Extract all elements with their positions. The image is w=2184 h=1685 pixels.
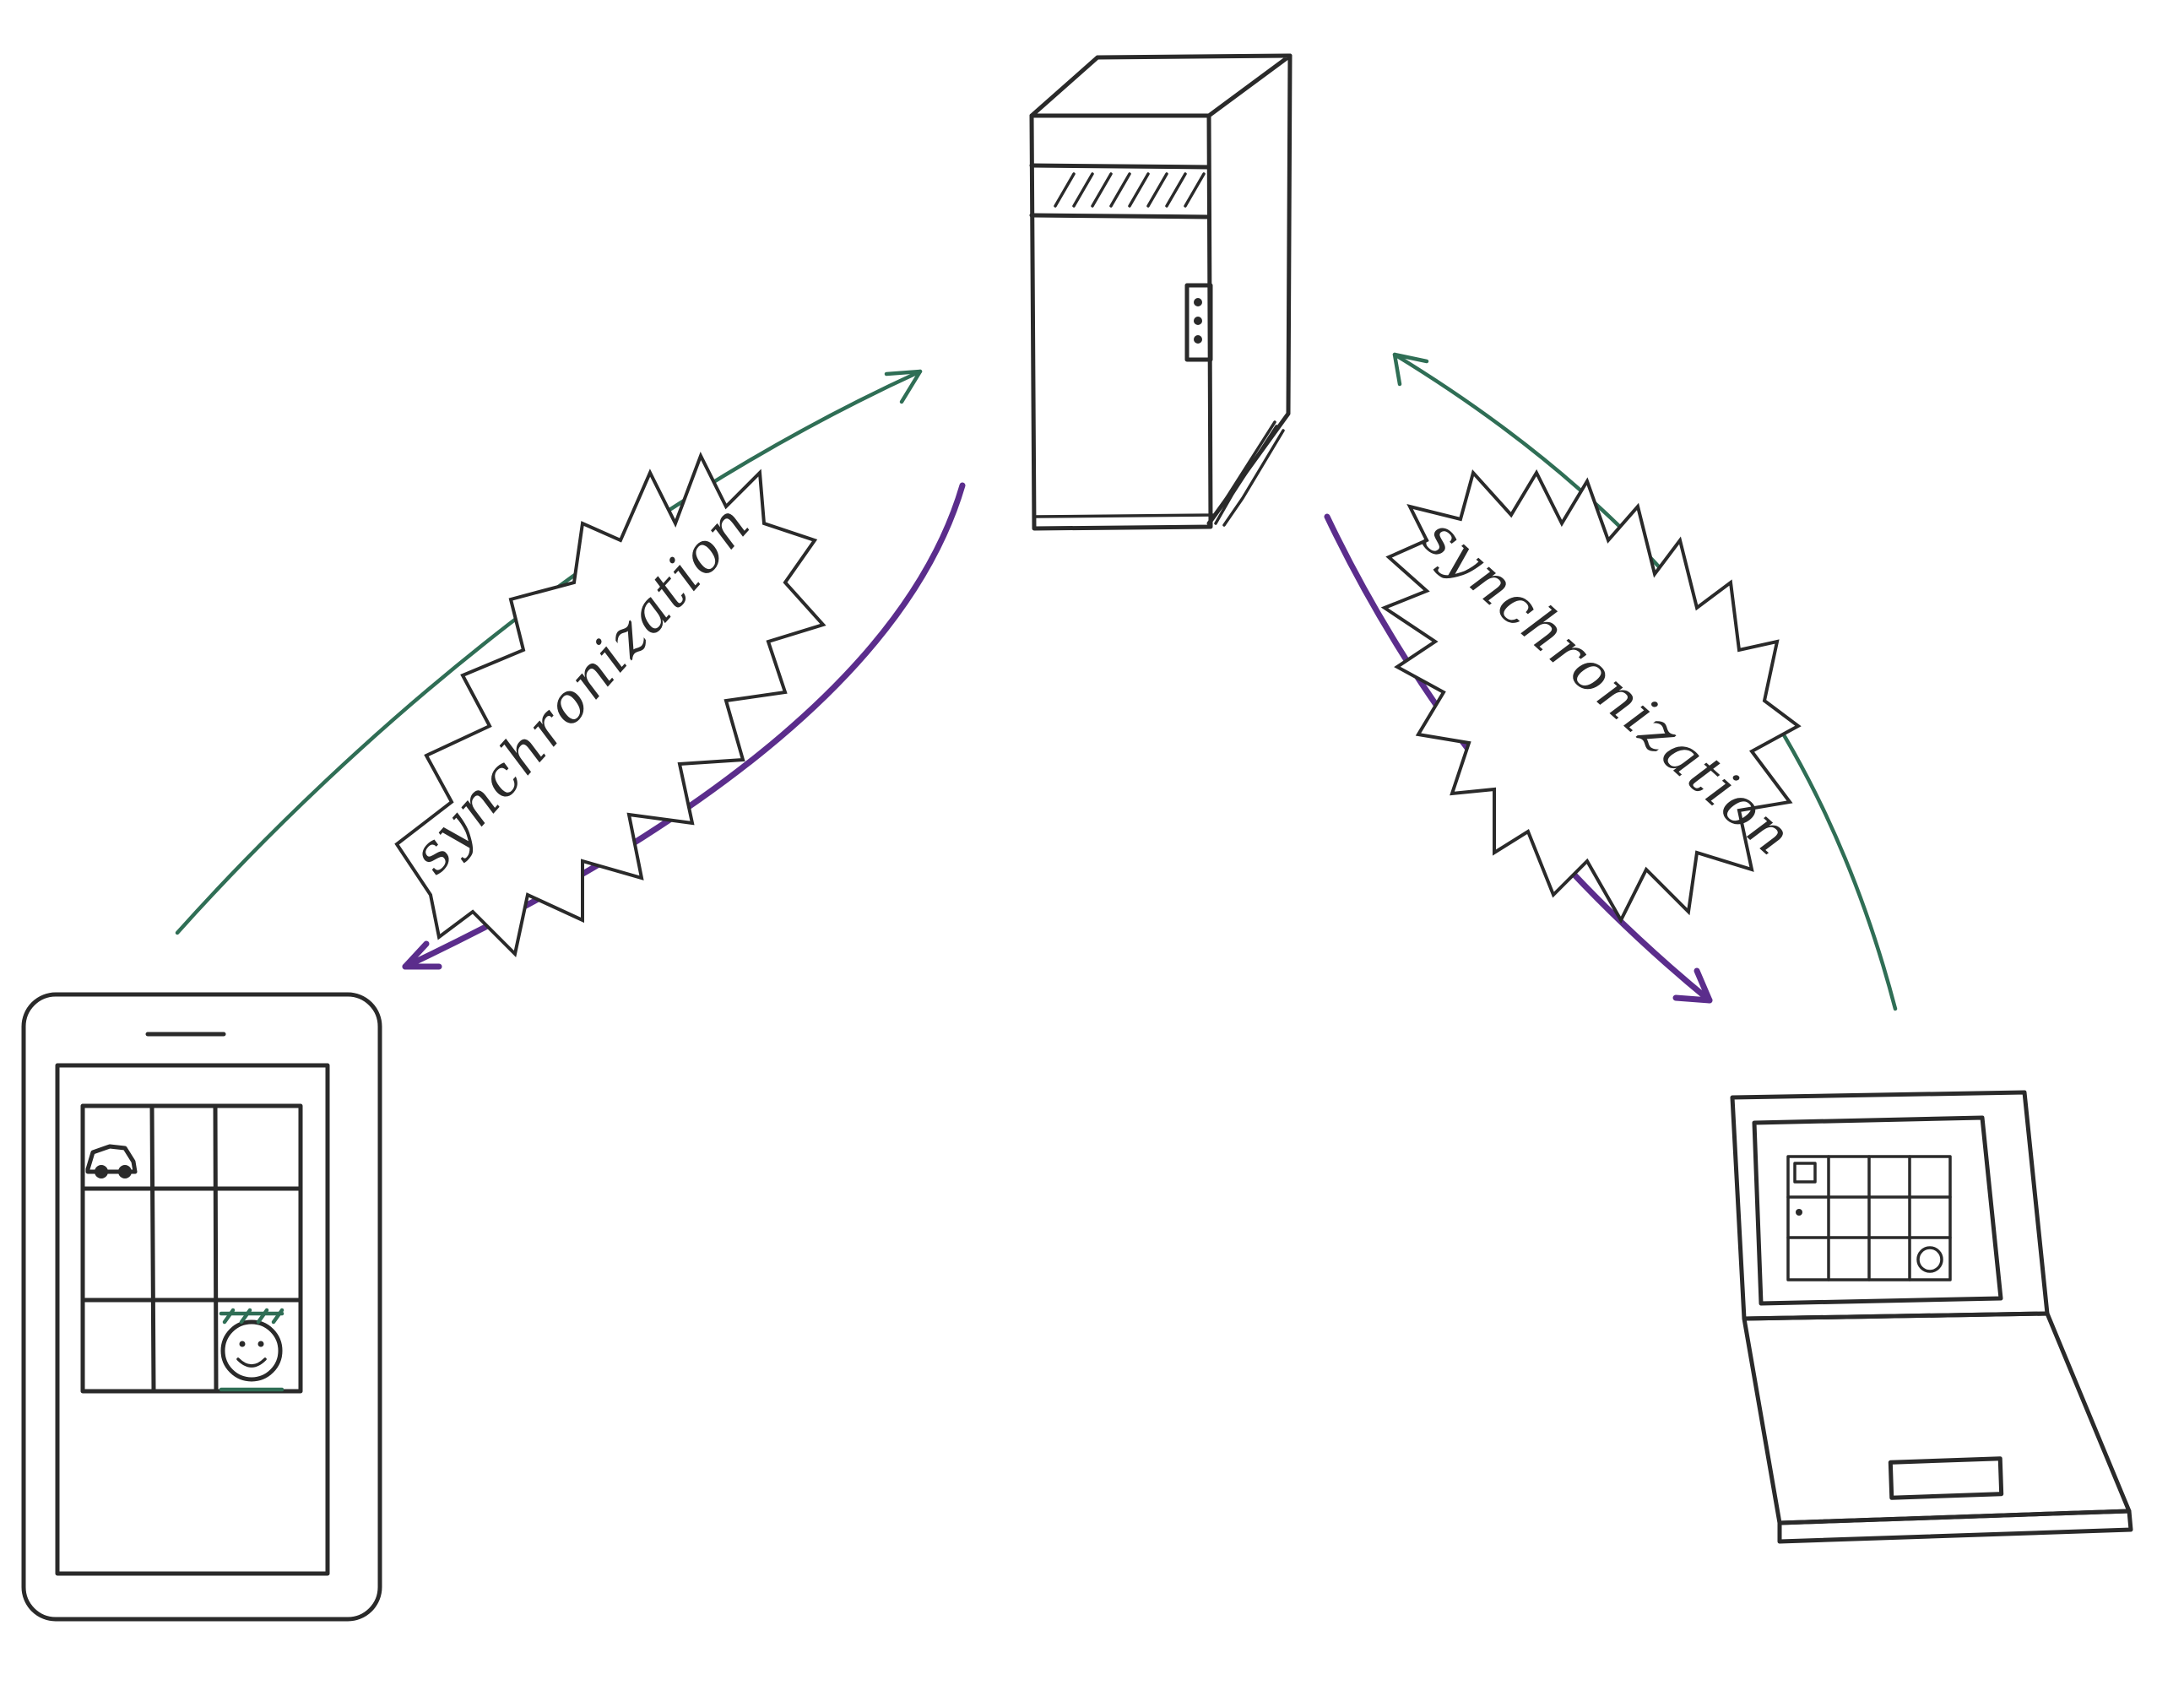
server-tower-icon	[1029, 53, 1293, 531]
laptop-tile-grid	[1786, 1155, 1952, 1281]
left-sync-link: synchronization	[175, 369, 966, 970]
smiley-face-icon	[219, 1308, 285, 1392]
drive-bay-hatching	[1054, 172, 1206, 208]
car-icon	[85, 1144, 138, 1178]
left-download-arrow	[402, 482, 966, 970]
status-panel-icon	[1184, 283, 1213, 362]
left-sync-burst	[394, 452, 826, 958]
left-upload-arrow	[175, 369, 923, 935]
laptop-icon	[1730, 1090, 2133, 1544]
right-sync-burst	[1380, 469, 1802, 924]
smartphone-icon	[21, 992, 382, 1622]
right-sync-link: synchronization	[1324, 352, 1898, 1011]
phone-tile-grid	[80, 1103, 303, 1394]
